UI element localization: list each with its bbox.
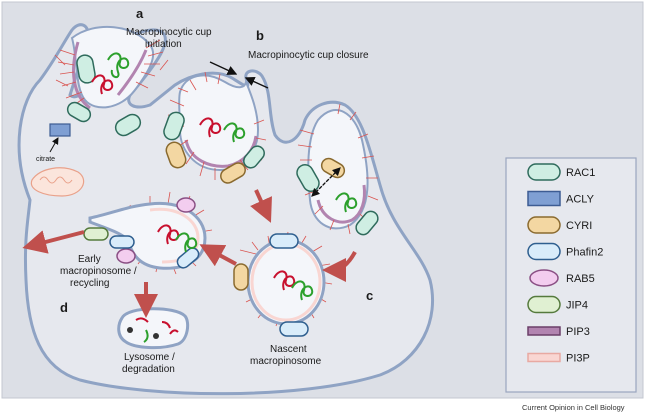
transition-arrow-recycling <box>22 230 85 254</box>
legend-label: PIP3 <box>566 326 590 338</box>
legend-swatch <box>529 269 559 287</box>
transition-arrow-nascent-to-early <box>199 244 237 267</box>
acly-protein <box>49 123 71 137</box>
rac1-protein <box>163 111 185 141</box>
legend-swatch <box>527 242 561 261</box>
rac1-protein <box>66 101 92 123</box>
legend-item-rac1: RAC1 <box>527 163 595 181</box>
cargo-red <box>157 224 180 245</box>
panel-letter-a: a <box>136 6 144 21</box>
early-macropinosome-label: macropinosome / <box>60 266 137 277</box>
phafin2-protein <box>279 321 309 337</box>
legend-item-pi3p: PI3P <box>527 352 590 365</box>
legend-swatch <box>527 352 561 363</box>
legend-swatch <box>527 163 561 181</box>
rab5-protein <box>176 197 196 213</box>
rac1-protein <box>243 145 265 169</box>
cyri-protein <box>220 162 246 184</box>
mitochondrion <box>30 167 85 197</box>
legend-swatch <box>527 190 561 207</box>
credit-text: Current Opinion in Cell Biology <box>522 403 625 412</box>
panel-letter-d: d <box>60 300 68 315</box>
cargo-red <box>199 117 222 138</box>
legend-item-acly: ACLY <box>527 190 595 207</box>
panel-b-cup <box>163 61 269 184</box>
nascent-label: macropinosome <box>250 356 322 367</box>
legend-swatch <box>527 216 561 234</box>
closure-arrow-right <box>244 77 269 89</box>
cyri-protein <box>233 263 249 291</box>
rac1-protein <box>355 210 379 236</box>
legend-label: PI3P <box>566 353 590 365</box>
legend-swatch <box>527 295 561 314</box>
legend-label: Phafin2 <box>566 247 603 259</box>
panel-c-cup <box>296 103 379 236</box>
legend-label: JIP4 <box>566 300 588 312</box>
legend-swatch <box>527 326 561 336</box>
cargo-green <box>335 192 358 213</box>
legend-item-pip3: PIP3 <box>527 326 590 338</box>
legend-label: ACLY <box>566 194 595 206</box>
panel-a-cup <box>54 25 169 137</box>
legend-item-rab5: RAB5 <box>529 269 595 287</box>
panel-letter-b: b <box>256 28 264 43</box>
cargo-red <box>91 74 114 95</box>
nascent-label: Nascent <box>270 344 307 355</box>
early-macropinosome-label: Early <box>78 254 101 265</box>
cargo-green <box>223 122 246 143</box>
closure-arrow-left <box>209 61 238 75</box>
nascent-macropinosome <box>233 231 333 337</box>
panel-a-label: Macropinocytic cup <box>126 27 212 38</box>
rab5-protein <box>116 248 136 264</box>
legend-item-jip4: JIP4 <box>527 295 588 314</box>
phafin2-protein <box>269 233 299 249</box>
citrate-arrow <box>49 137 59 153</box>
panel-b-label: Macropinocytic cup closure <box>248 50 369 61</box>
phafin2-protein <box>109 235 135 249</box>
transition-arrow-b-to-nascent <box>250 189 272 223</box>
cargo-green <box>107 52 130 78</box>
jip4-protein <box>83 227 109 241</box>
panel-letter-c: c <box>366 288 373 303</box>
cargo-green <box>291 280 314 301</box>
lysosome-label: Lysosome / <box>124 352 175 363</box>
rac1-protein <box>76 54 96 84</box>
rac1-protein <box>114 113 142 137</box>
lysosome-label: degradation <box>122 364 175 375</box>
legend-label: RAC1 <box>566 167 595 179</box>
legend-label: RAB5 <box>566 273 595 285</box>
lysosome <box>117 307 190 350</box>
cargo-red <box>273 270 296 291</box>
citrate-label: citrate <box>36 156 55 163</box>
legend-item-cyri: CYRI <box>527 216 592 234</box>
phafin2-protein <box>176 247 200 269</box>
panel-a-label: initiation <box>145 39 182 50</box>
early-macropinosome <box>83 191 213 275</box>
cyri-protein <box>165 141 187 169</box>
early-macropinosome-label: recycling <box>70 278 109 289</box>
legend-label: CYRI <box>566 220 592 232</box>
transition-arrow-c-to-nascent <box>322 251 357 282</box>
closure-dashed-arrow-back <box>311 171 337 197</box>
cargo-green <box>175 232 198 253</box>
legend-item-phafin2: Phafin2 <box>527 242 603 261</box>
